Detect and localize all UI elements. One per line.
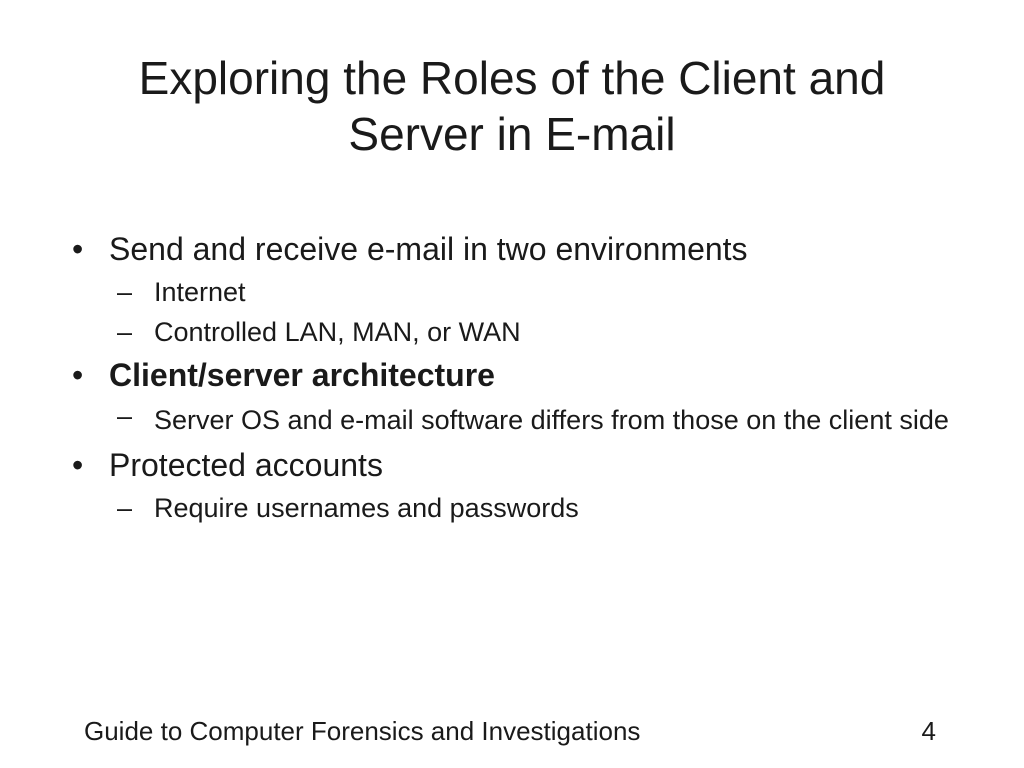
bullet-text: Send and receive e-mail in two environme… <box>109 231 748 267</box>
sub-bullet-item: – Server OS and e-mail software differs … <box>72 398 972 442</box>
dash-glyph: – <box>117 493 133 523</box>
bullet-glyph: • <box>72 447 84 483</box>
sub-bullet-text: Controlled LAN, MAN, or WAN <box>154 317 521 347</box>
slide-title: Exploring the Roles of the Client and Se… <box>60 50 964 162</box>
bullet-glyph: • <box>72 357 84 393</box>
bullet-item: • Protected accounts <box>72 442 972 488</box>
dash-glyph: – <box>117 277 133 307</box>
bullet-text: Client/server architecture <box>109 357 495 393</box>
slide-title-line-1: Exploring the Roles of the Client and <box>138 52 886 104</box>
footer-text: Guide to Computer Forensics and Investig… <box>84 716 641 746</box>
dash-glyph: – <box>117 401 133 431</box>
page-number: 4 <box>921 716 936 746</box>
sub-bullet-text: Require usernames and passwords <box>154 493 579 523</box>
bullet-item: • Client/server architecture <box>72 352 972 398</box>
sub-bullet-item: – Require usernames and passwords <box>72 488 972 528</box>
sub-bullet-text: Server OS and e-mail software differs fr… <box>154 405 949 435</box>
slide-title-line-2: Server in E-mail <box>348 108 676 160</box>
sub-bullet-text: Internet <box>154 277 246 307</box>
bullet-text: Protected accounts <box>109 447 383 483</box>
bullet-glyph: • <box>72 231 84 267</box>
sub-bullet-item: – Internet <box>72 272 972 312</box>
dash-glyph: – <box>117 317 133 347</box>
bullet-item: • Send and receive e-mail in two environ… <box>72 226 972 272</box>
sub-bullet-item: – Controlled LAN, MAN, or WAN <box>72 312 972 352</box>
slide-body: • Send and receive e-mail in two environ… <box>72 226 972 528</box>
